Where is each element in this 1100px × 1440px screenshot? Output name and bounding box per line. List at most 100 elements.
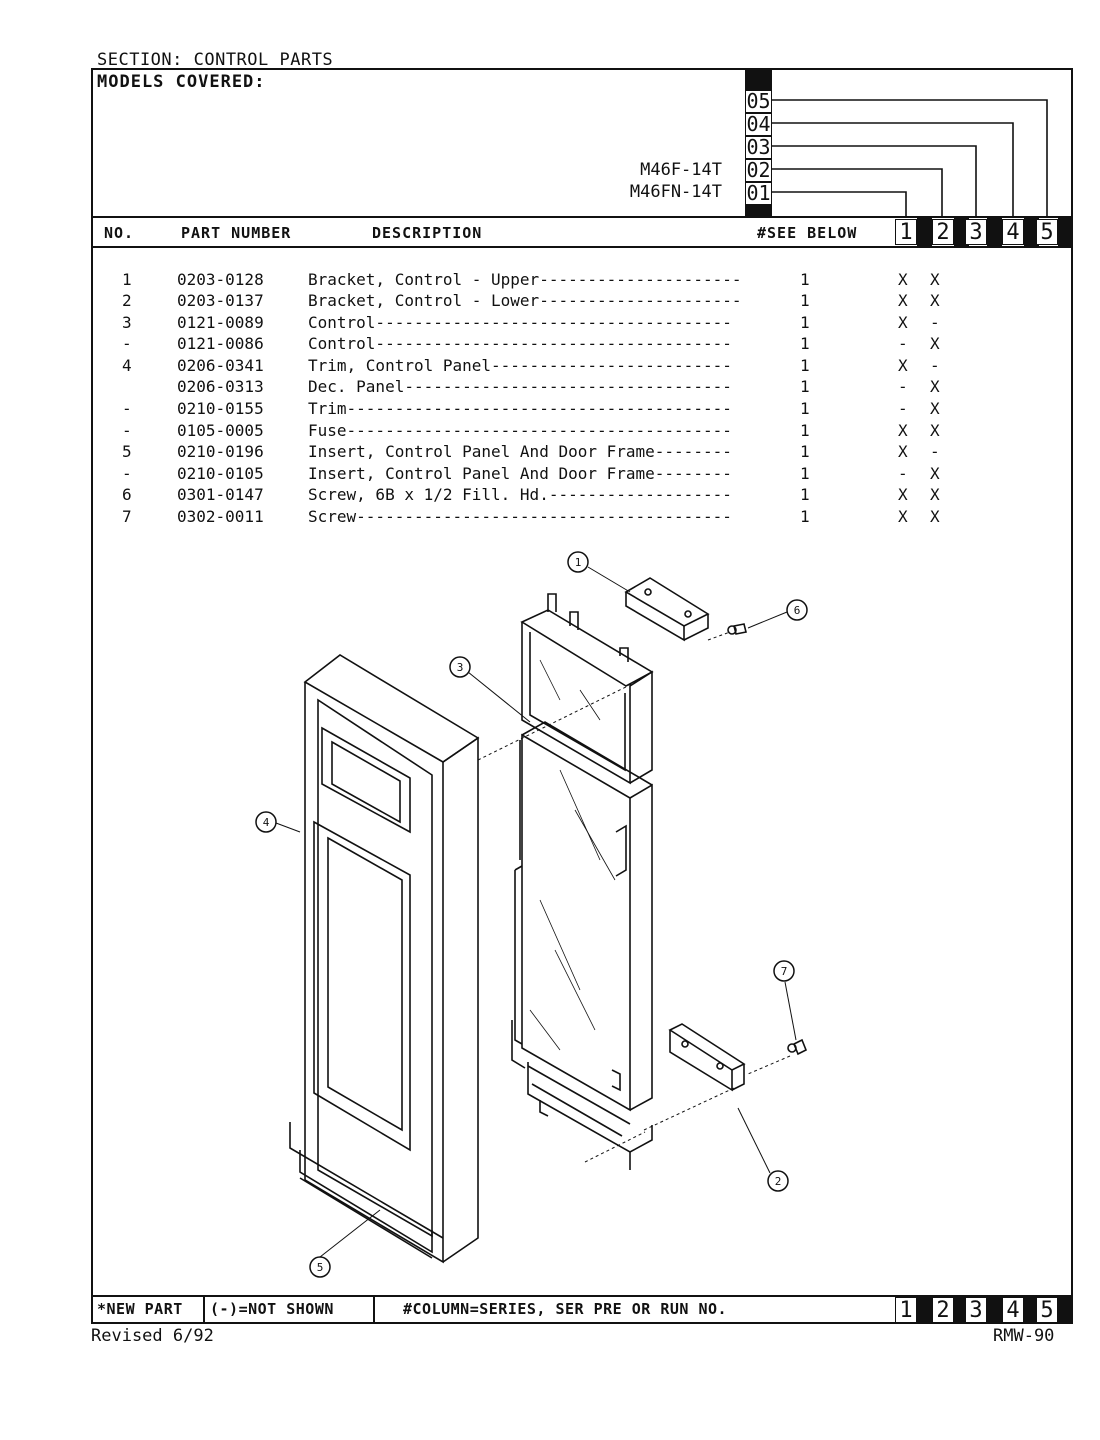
- footer-series-col-divider: [1058, 1296, 1073, 1324]
- row-part-number: 0203-0128: [177, 270, 264, 289]
- footer-series-col-1: 1: [895, 1297, 917, 1323]
- row-quantity: 1: [800, 291, 810, 310]
- table-row: - 0121-0086 Control---------------------…: [0, 334, 1100, 356]
- row-series-2: X: [930, 270, 940, 289]
- row-quantity: 1: [800, 464, 810, 483]
- row-no: -: [122, 399, 132, 418]
- callout-5-label: 5: [317, 1261, 324, 1274]
- row-part-number: 0121-0086: [177, 334, 264, 353]
- col-header-part-number: PART NUMBER: [181, 224, 292, 242]
- row-part-number: 0105-0005: [177, 421, 264, 440]
- row-no: 6: [122, 485, 132, 504]
- header-series-col-3: 3: [965, 219, 987, 245]
- table-row: 2 0203-0137 Bracket, Control - Lower----…: [0, 291, 1100, 313]
- model-m46fn-14t: M46FN-14T: [629, 182, 722, 202]
- section-title: SECTION: CONTROL PARTS: [97, 50, 334, 70]
- row-no: 4: [122, 356, 132, 375]
- row-description: Dec. Panel------------------------------…: [308, 377, 732, 396]
- row-part-number: 0206-0341: [177, 356, 264, 375]
- row-description: Trim------------------------------------…: [308, 399, 732, 418]
- table-row: 3 0121-0089 Control---------------------…: [0, 313, 1100, 335]
- table-row: - 0210-0105 Insert, Control Panel And Do…: [0, 464, 1100, 486]
- col-header-see-below: #SEE BELOW: [757, 224, 858, 242]
- row-quantity: 1: [800, 270, 810, 289]
- row-series-1: X: [898, 507, 908, 526]
- callout-6-label: 6: [794, 604, 801, 617]
- callout-7: 7: [773, 960, 795, 982]
- row-part-number: 0210-0105: [177, 464, 264, 483]
- callout-3: 3: [449, 656, 471, 678]
- footer-series-col-2: 2: [932, 1297, 954, 1323]
- col-header-no: NO.: [104, 224, 135, 242]
- row-series-1: -: [898, 464, 908, 483]
- row-quantity: 1: [800, 507, 810, 526]
- screw-6-illustration: [727, 623, 747, 635]
- row-part-number: 0301-0147: [177, 485, 264, 504]
- callout-1-label: 1: [575, 556, 582, 569]
- footer-series-col-5: 5: [1036, 1297, 1058, 1323]
- row-quantity: 1: [800, 485, 810, 504]
- footer-divider: [203, 1295, 205, 1323]
- row-series-1: X: [898, 442, 908, 461]
- header-series-col-divider: [1058, 218, 1073, 246]
- table-row: 6 0301-0147 Screw, 6B x 1/2 Fill. Hd.---…: [0, 485, 1100, 507]
- row-description: Screw, 6B x 1/2 Fill. Hd.---------------…: [308, 485, 732, 504]
- row-no: 3: [122, 313, 132, 332]
- series-code-02: 02: [746, 158, 771, 182]
- row-no: 2: [122, 291, 132, 310]
- row-series-2: X: [930, 421, 940, 440]
- callout-7-label: 7: [781, 965, 788, 978]
- row-description: Trim, Control Panel---------------------…: [308, 356, 732, 375]
- header-series-col-4: 4: [1002, 219, 1024, 245]
- table-row: 7 0302-0011 Screw-----------------------…: [0, 507, 1100, 529]
- series-code-01: 01: [746, 181, 771, 205]
- row-series-1: -: [898, 377, 908, 396]
- row-series-1: X: [898, 356, 908, 375]
- row-quantity: 1: [800, 334, 810, 353]
- row-quantity: 1: [800, 442, 810, 461]
- row-description: Bracket, Control - Upper----------------…: [308, 270, 742, 289]
- series-code-03: 03: [746, 135, 771, 159]
- row-quantity: 1: [800, 377, 810, 396]
- revision-date: Revised 6/92: [91, 1326, 214, 1346]
- header-series-col-5: 5: [1036, 219, 1058, 245]
- callout-1: 1: [567, 551, 589, 573]
- row-series-1: X: [898, 270, 908, 289]
- row-no: 1: [122, 270, 132, 289]
- row-series-2: X: [930, 291, 940, 310]
- footer-not-shown: (-)=NOT SHOWN: [210, 1300, 334, 1318]
- callout-4-label: 4: [263, 816, 270, 829]
- callout-6: 6: [786, 599, 808, 621]
- footer-series-col-divider: [917, 1296, 932, 1324]
- row-quantity: 1: [800, 399, 810, 418]
- footer-divider: [373, 1295, 375, 1323]
- row-quantity: 1: [800, 313, 810, 332]
- table-row: 0206-0313 Dec. Panel--------------------…: [0, 377, 1100, 399]
- callout-leaders: [275, 566, 797, 1258]
- row-description: Control---------------------------------…: [308, 334, 732, 353]
- page-frame: [91, 68, 1073, 1324]
- document-code: RMW-90: [993, 1326, 1055, 1346]
- callout-2-label: 2: [775, 1175, 782, 1188]
- row-no: 5: [122, 442, 132, 461]
- row-series-2: -: [930, 313, 940, 332]
- table-row: 5 0210-0196 Insert, Control Panel And Do…: [0, 442, 1100, 464]
- control-assembly-illustration: [511, 593, 654, 1170]
- series-code-04: 04: [746, 112, 771, 136]
- row-series-1: X: [898, 291, 908, 310]
- row-quantity: 1: [800, 421, 810, 440]
- row-series-2: -: [930, 356, 940, 375]
- footer-series-col-4: 4: [1002, 1297, 1024, 1323]
- table-row: 4 0206-0341 Trim, Control Panel---------…: [0, 356, 1100, 378]
- row-series-2: -: [930, 442, 940, 461]
- models-covered-label: MODELS COVERED:: [97, 72, 266, 92]
- row-part-number: 0203-0137: [177, 291, 264, 310]
- row-part-number: 0206-0313: [177, 377, 264, 396]
- screw-7-illustration: [787, 1038, 808, 1056]
- footer-series-col-divider: [987, 1296, 1002, 1324]
- col-header-description: DESCRIPTION: [372, 224, 483, 242]
- row-part-number: 0210-0196: [177, 442, 264, 461]
- row-series-2: X: [930, 507, 940, 526]
- footer-column-note: #COLUMN=SERIES, SER PRE OR RUN NO.: [403, 1300, 728, 1318]
- table-row: - 0210-0155 Trim------------------------…: [0, 399, 1100, 421]
